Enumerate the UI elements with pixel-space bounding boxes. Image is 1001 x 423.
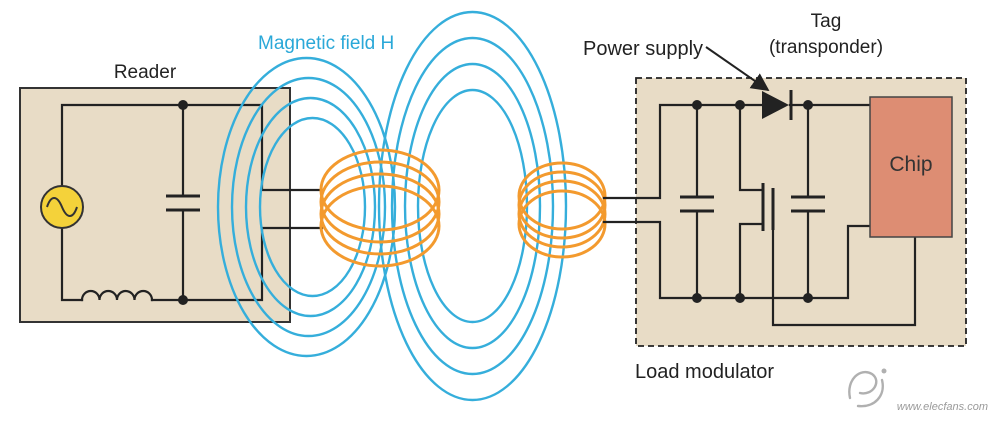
inductor-icon [80,289,154,302]
capacitor-icon [680,103,714,300]
junction-dot [178,295,188,305]
transistor-icon [738,103,775,300]
field-lines-left [216,56,397,358]
reader-coil [319,148,441,268]
tag-coil [517,161,607,259]
reader-bottom-wire [150,226,324,302]
junction-dot [692,100,702,110]
tag-top-wire [602,103,764,200]
tag-bottom-wire [602,220,872,300]
junction-dot [735,100,745,110]
chip-label: Chip [889,153,932,176]
junction-dot [735,293,745,303]
tag-circuit: Chip [602,90,953,327]
tag-title: Tag [811,11,842,32]
swirl-logo-icon [848,368,887,408]
junction-dot [803,100,813,110]
reader-label: Reader [114,62,177,83]
power-supply-arrow [705,46,770,92]
power-supply-label: Power supply [583,38,703,60]
field-lines-right [377,10,568,402]
chip-box [869,96,953,238]
junction-dot [692,293,702,303]
watermark-url: www.elecfans.com [897,401,988,413]
ac-source-icon [40,185,84,229]
reader-left-wire [60,226,84,302]
junction-dot [178,100,188,110]
magnetic-field-label: Magnetic field H [258,33,394,54]
modulation-control-wire [771,228,917,327]
tag-subtitle: (transponder) [769,37,883,58]
capacitor-icon [791,103,825,300]
reader-circuit [40,100,324,305]
load-modulator-label: Load modulator [635,361,774,383]
junction-dot [803,293,813,303]
diode-icon [762,90,793,120]
capacitor-icon [166,103,200,302]
